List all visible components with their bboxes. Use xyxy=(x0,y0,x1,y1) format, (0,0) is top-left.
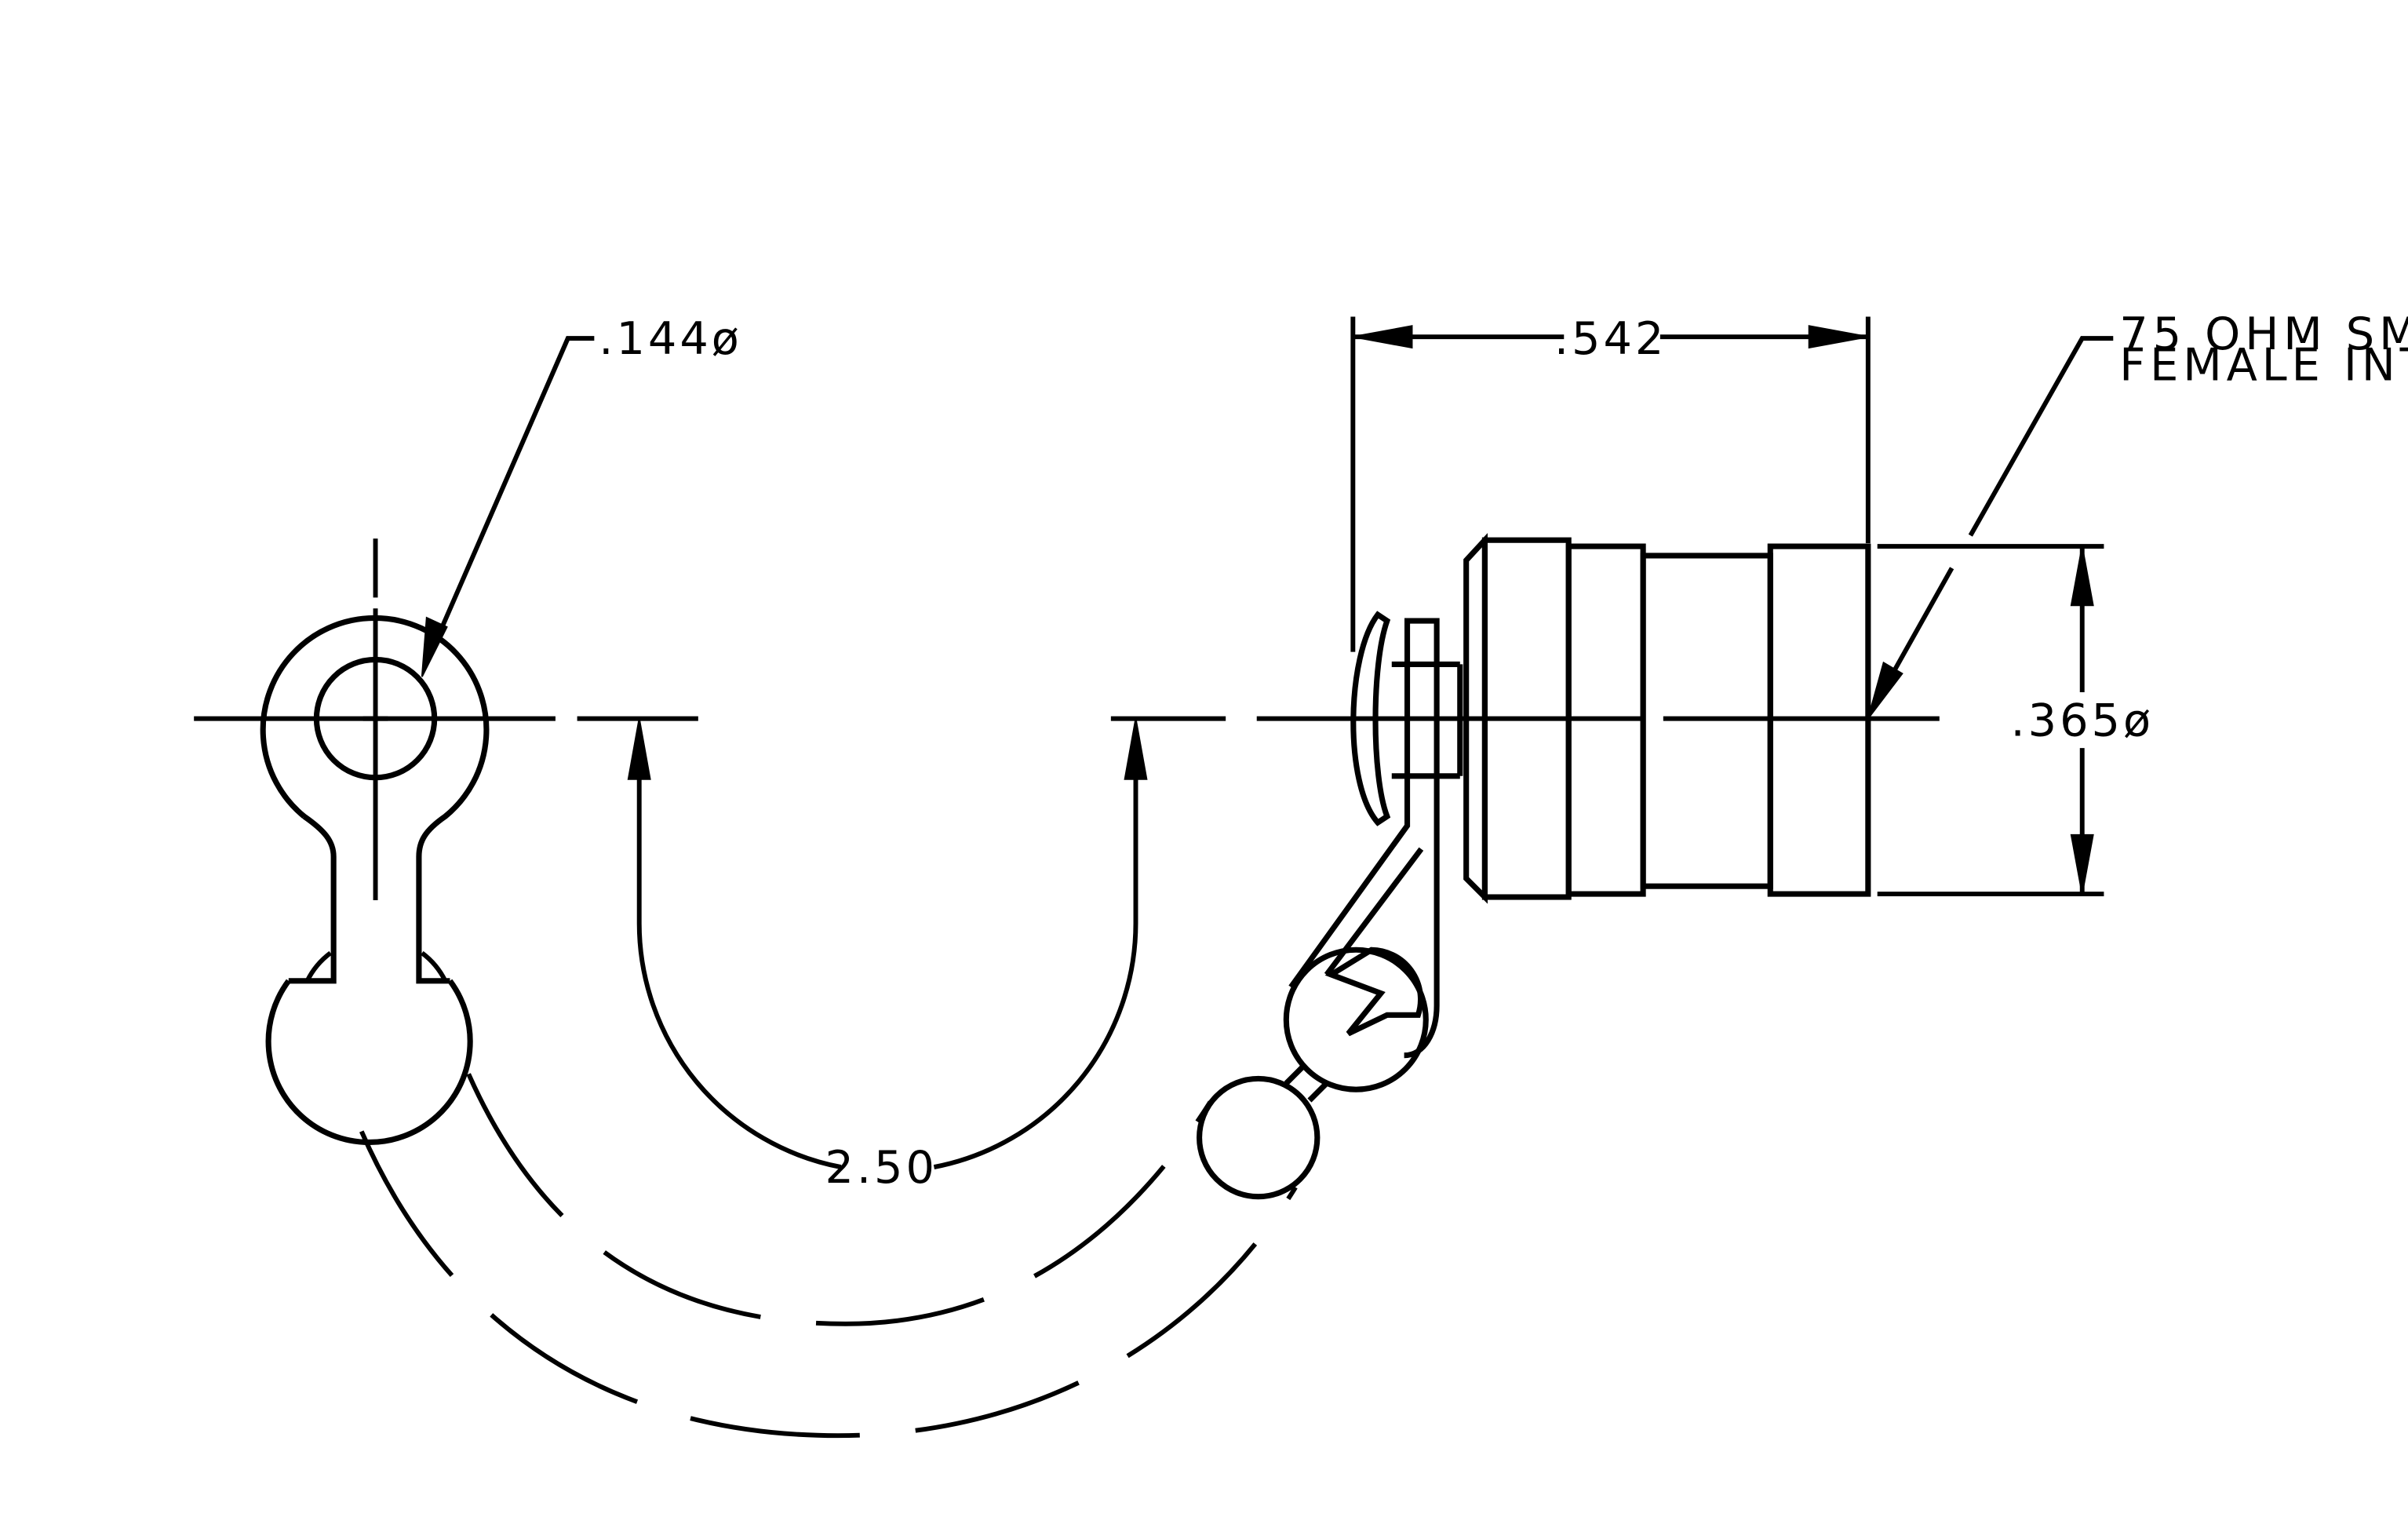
strap-arm xyxy=(1288,618,1440,1059)
ring-terminal-ball-hidden-arcs xyxy=(304,950,448,983)
ball-link xyxy=(1284,1064,1329,1103)
interface-note-line2: FEMALE INTERFACE xyxy=(2119,339,2408,392)
length-extension-lines xyxy=(1350,316,1871,652)
hole-leader-line xyxy=(429,336,595,653)
interface-note: 75 OHM SMB FEMALE INTERFACE xyxy=(1867,308,2408,720)
length-dimension: .542 xyxy=(1350,312,1871,652)
diameter-extension-lines xyxy=(1877,544,2104,897)
ring-terminal-ball xyxy=(265,979,473,1145)
connector-stem xyxy=(1391,661,1463,779)
length-arrow-right xyxy=(1808,325,1869,349)
ring-terminal xyxy=(260,538,490,1145)
connector-interface-body xyxy=(1767,543,1871,897)
bend-radius-arrow-right xyxy=(1124,718,1148,780)
cap-star xyxy=(1324,947,1424,1037)
interface-leader-arrow xyxy=(1867,661,1903,720)
connector-dome xyxy=(1350,611,1391,826)
hole-diameter-leader: .144ø xyxy=(421,312,742,677)
bend-radius-arrow-left xyxy=(627,718,651,780)
ring-terminal-outline xyxy=(260,615,490,984)
tether-outer-dashed xyxy=(359,1130,1298,1439)
tether-inner-dashed xyxy=(466,1073,1212,1326)
cap-strap xyxy=(1197,618,1440,1200)
hole-diameter-label: .144ø xyxy=(599,312,742,365)
bend-radius-dimension-line xyxy=(636,729,1138,1170)
bend-radius-dimension: 2.50 xyxy=(627,718,1148,1194)
diameter-label: .365ø xyxy=(2010,694,2154,746)
hole-leader-arrow xyxy=(421,616,448,677)
small-ball xyxy=(1197,1075,1321,1200)
length-label: .542 xyxy=(1554,312,1667,365)
cap-ball xyxy=(1283,947,1429,1092)
interface-leader-line xyxy=(1878,336,2114,697)
smb-connector xyxy=(1350,533,1871,904)
bend-radius-label: 2.50 xyxy=(825,1141,937,1194)
diameter-arrow-top xyxy=(2070,545,2094,607)
interface-note-line1: 75 OHM SMB xyxy=(2119,308,2408,360)
length-arrow-left xyxy=(1353,325,1413,349)
diameter-arrow-bottom xyxy=(2070,833,2094,895)
diameter-dimension: .365ø xyxy=(1877,544,2154,897)
